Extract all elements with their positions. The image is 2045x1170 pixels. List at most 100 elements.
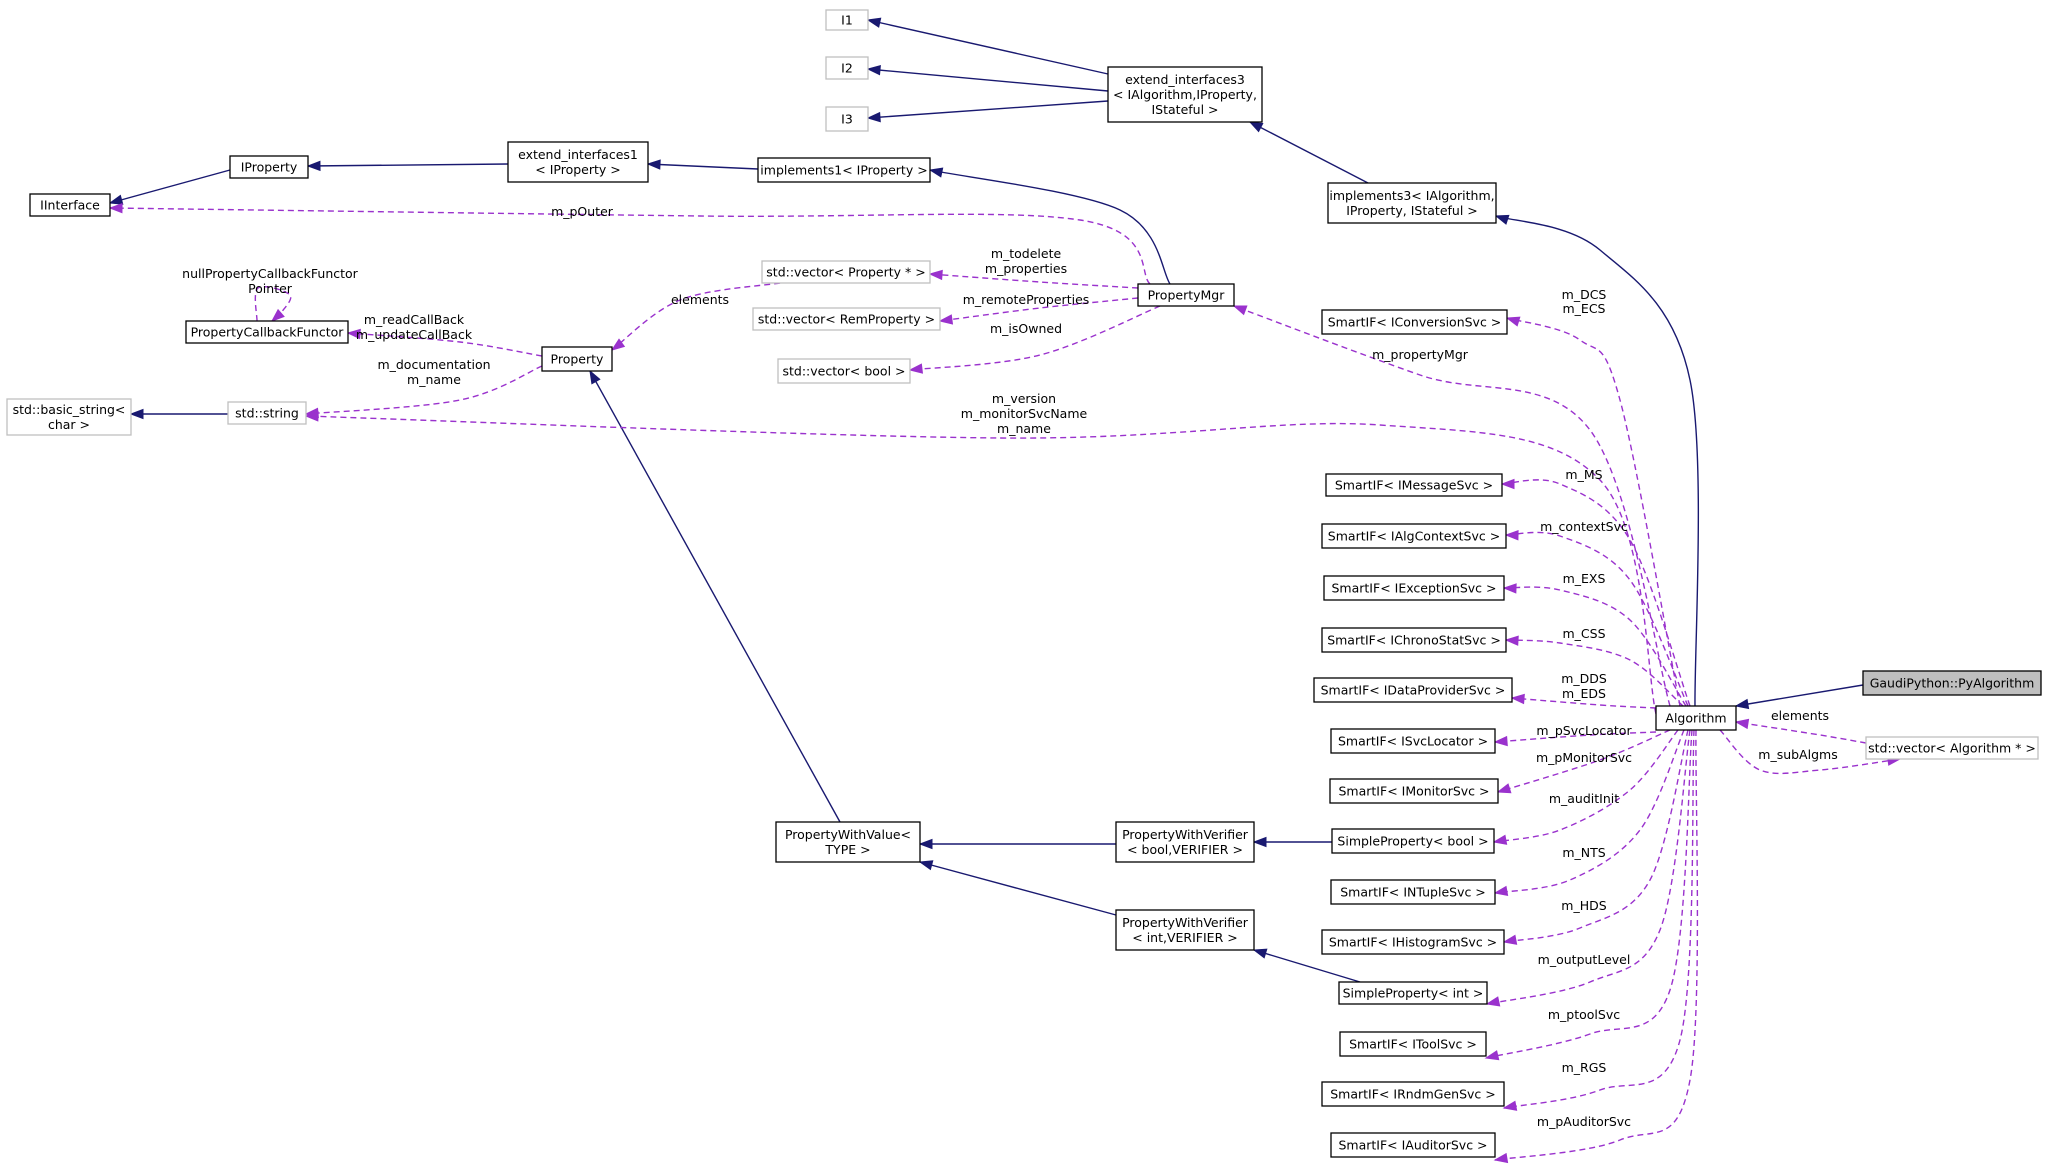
usage-edge-u-dcs <box>1505 316 1681 707</box>
usage-edge-u-remote <box>938 297 1139 325</box>
edge-line <box>1506 317 1681 707</box>
class-node-impl1[interactable]: implements1< IProperty > <box>757 157 931 183</box>
class-node-i3[interactable]: I3 <box>825 106 869 132</box>
class-name-text: I3 <box>841 112 853 127</box>
edge-line <box>1494 729 1685 894</box>
class-node-pwv[interactable]: PropertyWithValue<TYPE > <box>775 821 921 863</box>
edge-line <box>305 365 543 415</box>
class-box <box>1321 1081 1505 1107</box>
class-node-sconv[interactable]: SmartIF< IConversionSvc > <box>1321 309 1508 335</box>
class-box <box>1321 627 1507 653</box>
edge-line <box>589 370 841 823</box>
class-node-iproperty[interactable]: IProperty <box>229 155 309 179</box>
edge-line <box>1497 729 1671 793</box>
edge-label: m_EXS <box>1563 571 1606 586</box>
arrowhead <box>304 411 319 422</box>
class-name-text: SmartIF< IDataProviderSvc > <box>1321 683 1506 698</box>
inheritance-edge-e-spb-pwvb <box>1252 836 1332 848</box>
edge-label: m_ECS <box>1563 301 1606 316</box>
class-node-sdata[interactable]: SmartIF< IDataProviderSvc > <box>1313 677 1513 703</box>
class-node-vecbool[interactable]: std::vector< bool > <box>777 358 911 384</box>
edge-layer <box>108 17 1902 1164</box>
class-node-vecrem[interactable]: std::vector< RemProperty > <box>752 307 941 331</box>
usage-edge-u-nts <box>1493 729 1685 897</box>
arrowhead <box>108 202 123 214</box>
class-node-pwvbool[interactable]: PropertyWithVerifier< bool,VERIFIER > <box>1115 821 1255 863</box>
class-box <box>1331 828 1495 854</box>
class-node-smsg[interactable]: SmartIF< IMessageSvc > <box>1325 473 1503 497</box>
class-node-algorithm[interactable]: Algorithm <box>1655 705 1737 731</box>
class-node-impl3[interactable]: implements3< IAlgorithm,IProperty, IStat… <box>1327 182 1497 224</box>
class-node-pwvint[interactable]: PropertyWithVerifier< int,VERIFIER > <box>1115 909 1255 951</box>
class-node-spint[interactable]: SimpleProperty< int > <box>1338 981 1488 1005</box>
class-node-srndm[interactable]: SmartIF< IRndmGenSvc > <box>1321 1081 1505 1107</box>
class-node-pcf[interactable]: PropertyCallbackFunctor <box>185 320 349 344</box>
edge-line <box>109 207 1151 285</box>
class-node-property[interactable]: Property <box>541 346 613 372</box>
edge-line <box>929 169 1171 285</box>
class-box <box>1115 821 1255 863</box>
usage-edge-u-hds <box>1502 729 1689 945</box>
edge-label: m_pSvcLocator <box>1536 723 1632 738</box>
class-node-stool[interactable]: SmartIF< IToolSvc > <box>1339 1031 1487 1057</box>
edge-line <box>867 100 1109 119</box>
inheritance-edge-e-ext1-iprop <box>306 160 509 172</box>
inheritance-edge-e-pmgr-impl1 <box>928 167 1171 285</box>
class-node-ext1[interactable]: extend_interfaces1< IProperty > <box>507 141 649 183</box>
class-node-propmgr[interactable]: PropertyMgr <box>1137 283 1235 307</box>
class-box <box>541 346 613 372</box>
edge-line <box>1501 479 1691 707</box>
arrowhead <box>1252 836 1267 848</box>
edge-line <box>1249 121 1369 184</box>
class-box <box>761 260 931 284</box>
class-node-saud[interactable]: SmartIF< IAuditorSvc > <box>1330 1132 1496 1158</box>
arrowhead <box>108 194 124 205</box>
class-box <box>825 9 869 31</box>
arrowhead <box>918 860 934 871</box>
class-node-smon[interactable]: SmartIF< IMonitorSvc > <box>1329 778 1499 804</box>
class-node-i1[interactable]: I1 <box>825 9 869 31</box>
edge-line <box>109 169 231 204</box>
class-name-text: SmartIF< IToolSvc > <box>1349 1037 1477 1052</box>
class-node-gaudi[interactable]: GaudiPython::PyAlgorithm <box>1862 670 2042 696</box>
edge-label: m_documentation <box>377 357 490 372</box>
arrowhead <box>1496 783 1512 794</box>
class-node-sloc[interactable]: SmartIF< ISvcLocator > <box>1330 728 1496 754</box>
edge-label-layer: m_pOuterm_todeletem_propertiesm_remotePr… <box>182 204 1838 1129</box>
class-node-sctx[interactable]: SmartIF< IAlgContextSvc > <box>1321 523 1507 549</box>
class-node-spbool[interactable]: SimpleProperty< bool > <box>1331 828 1495 854</box>
arrowhead <box>270 308 285 322</box>
edge-line <box>1494 731 1657 743</box>
class-node-i2[interactable]: I2 <box>825 56 869 80</box>
class-node-sntuple[interactable]: SmartIF< INTupleSvc > <box>1330 879 1496 905</box>
class-name-text: I1 <box>841 13 853 28</box>
class-name-text: SmartIF< IMessageSvc > <box>1335 478 1493 493</box>
usage-edge-u-mon <box>1496 729 1671 794</box>
class-node-ext3[interactable]: extend_interfaces3< IAlgorithm,IProperty… <box>1107 66 1263 123</box>
class-node-iinterface[interactable]: IInterface <box>29 193 111 217</box>
edge-label: m_DDS <box>1561 671 1607 686</box>
class-node-stdstring[interactable]: std::string <box>227 401 307 425</box>
class-name-text: IInterface <box>40 198 100 213</box>
edge-line <box>1511 697 1657 709</box>
class-name-text: SmartIF< IAuditorSvc > <box>1338 1138 1487 1153</box>
inheritance-edge-e-impl3-ext3 <box>1248 121 1369 184</box>
edge-line <box>1485 729 1693 1059</box>
class-node-schrono[interactable]: SmartIF< IChronoStatSvc > <box>1321 627 1507 653</box>
arrowhead <box>1493 1152 1509 1164</box>
usage-edge-u-nullptr <box>254 285 292 322</box>
class-node-basicstr[interactable]: std::basic_string<char > <box>6 398 132 436</box>
class-box <box>1338 981 1488 1005</box>
class-name-text: std::string <box>235 406 299 421</box>
edge-label: elements <box>671 292 729 307</box>
edge-label: m_MS <box>1565 467 1602 482</box>
class-node-shist[interactable]: SmartIF< IHistogramSvc > <box>1321 929 1505 955</box>
edge-label: m_ptoolSvc <box>1548 1007 1620 1022</box>
class-name-text: TYPE > <box>824 842 870 857</box>
class-node-sexc[interactable]: SmartIF< IExceptionSvc > <box>1323 575 1505 601</box>
class-box <box>1330 879 1496 905</box>
class-box <box>1862 670 2042 696</box>
class-node-vecprop[interactable]: std::vector< Property * > <box>761 260 931 284</box>
edge-label: Pointer <box>248 281 293 296</box>
class-node-vecalg[interactable]: std::vector< Algorithm * > <box>1865 736 2039 760</box>
